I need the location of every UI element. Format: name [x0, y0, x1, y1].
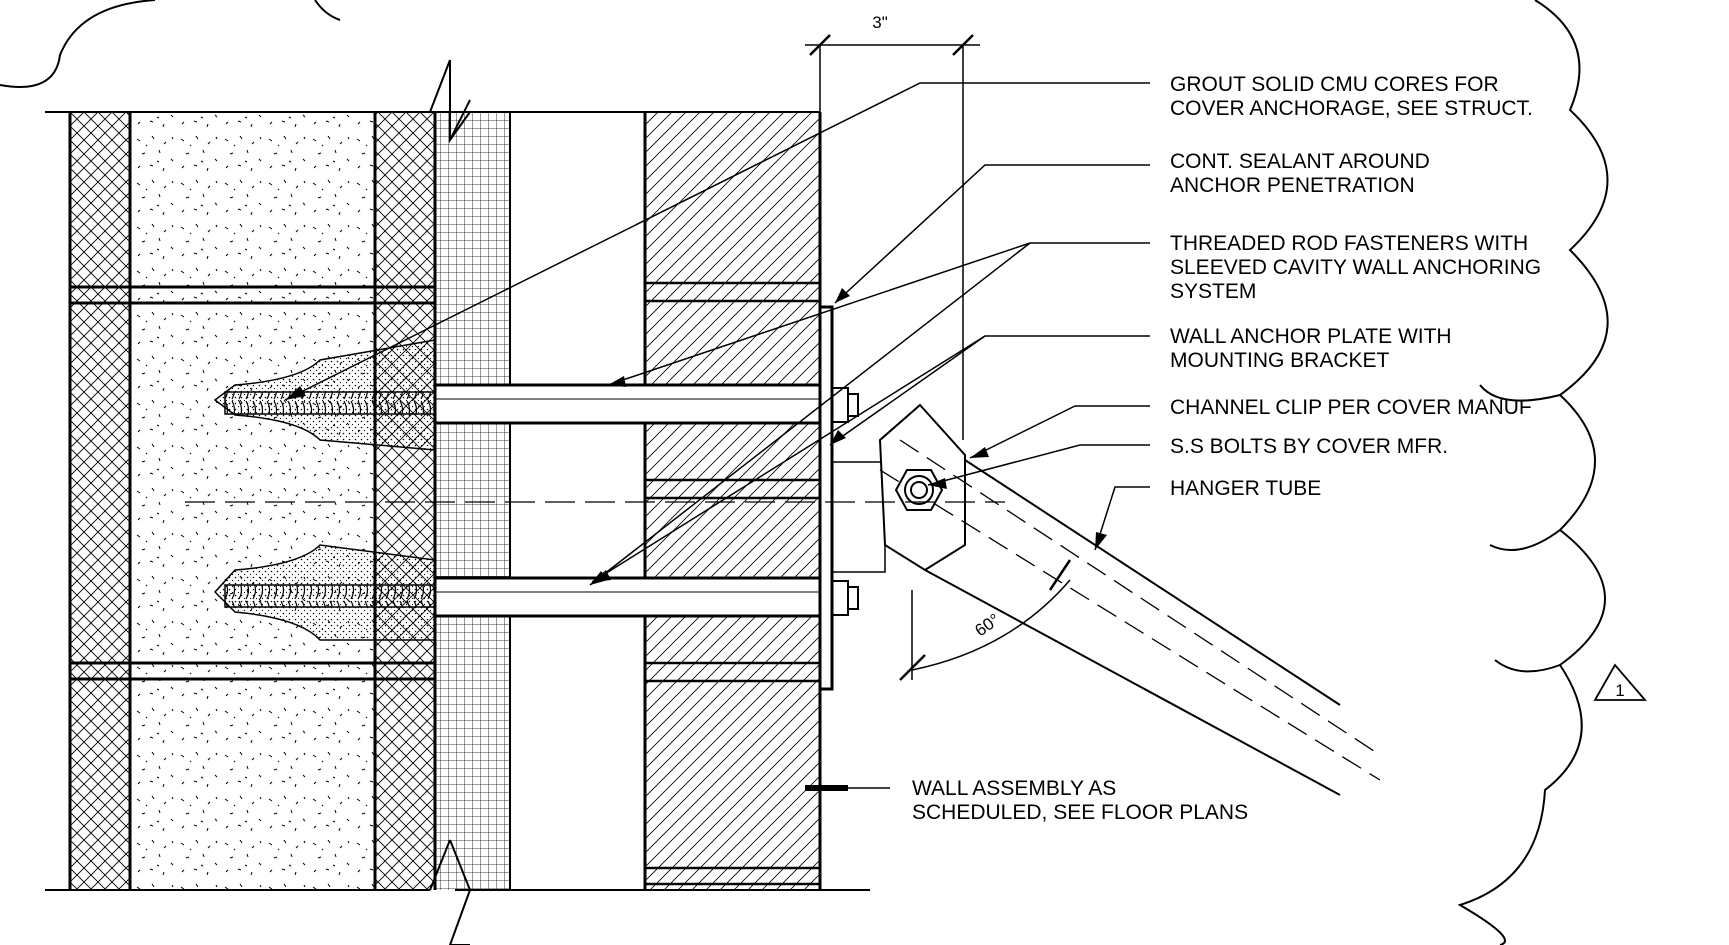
cmu-wall: [68, 112, 437, 890]
wall-assembly: [643, 112, 822, 890]
dimension-label: 3": [872, 13, 888, 32]
leader-arrowheads: [285, 288, 1107, 791]
callout-ss-bolts: S.S BOLTS BY COVER MFR.: [1170, 435, 1448, 458]
angle-label: 60°: [971, 610, 1003, 640]
callouts: GROUT SOLID CMU CORES FOR COVER ANCHORAG…: [912, 73, 1547, 824]
callout-cont-sealant: CONT. SEALANT AROUND ANCHOR PENETRATION: [1170, 150, 1436, 197]
callout-hanger-tube: HANGER TUBE: [1170, 477, 1321, 500]
threaded-rod-fasteners: [224, 383, 859, 618]
mortar-joints: [70, 285, 435, 681]
insulation-layer: [429, 59, 511, 945]
revision-cloud: [0, 0, 1609, 945]
callout-channel-clip: CHANNEL CLIP PER COVER MANUF: [1170, 396, 1532, 419]
revision-delta: 1: [1593, 663, 1647, 701]
anchor-plate: [818, 305, 834, 691]
revision-number: 1: [1615, 681, 1624, 700]
leader-lines: [284, 82, 1150, 789]
dimension-3in: [805, 34, 980, 440]
callout-threaded-rod: THREADED ROD FASTENERS WITH SLEEVED CAVI…: [1170, 232, 1547, 303]
callout-grout-solid: GROUT SOLID CMU CORES FOR COVER ANCHORAG…: [1170, 73, 1533, 120]
mounting-bracket: [832, 403, 1381, 796]
callout-wall-anchor-plate: WALL ANCHOR PLATE WITH MOUNTING BRACKET: [1170, 325, 1457, 372]
callout-wall-assembly: WALL ASSEMBLY AS SCHEDULED, SEE FLOOR PL…: [912, 777, 1248, 824]
ss-bolt: [894, 469, 944, 511]
angle-dimension: [899, 559, 1072, 681]
